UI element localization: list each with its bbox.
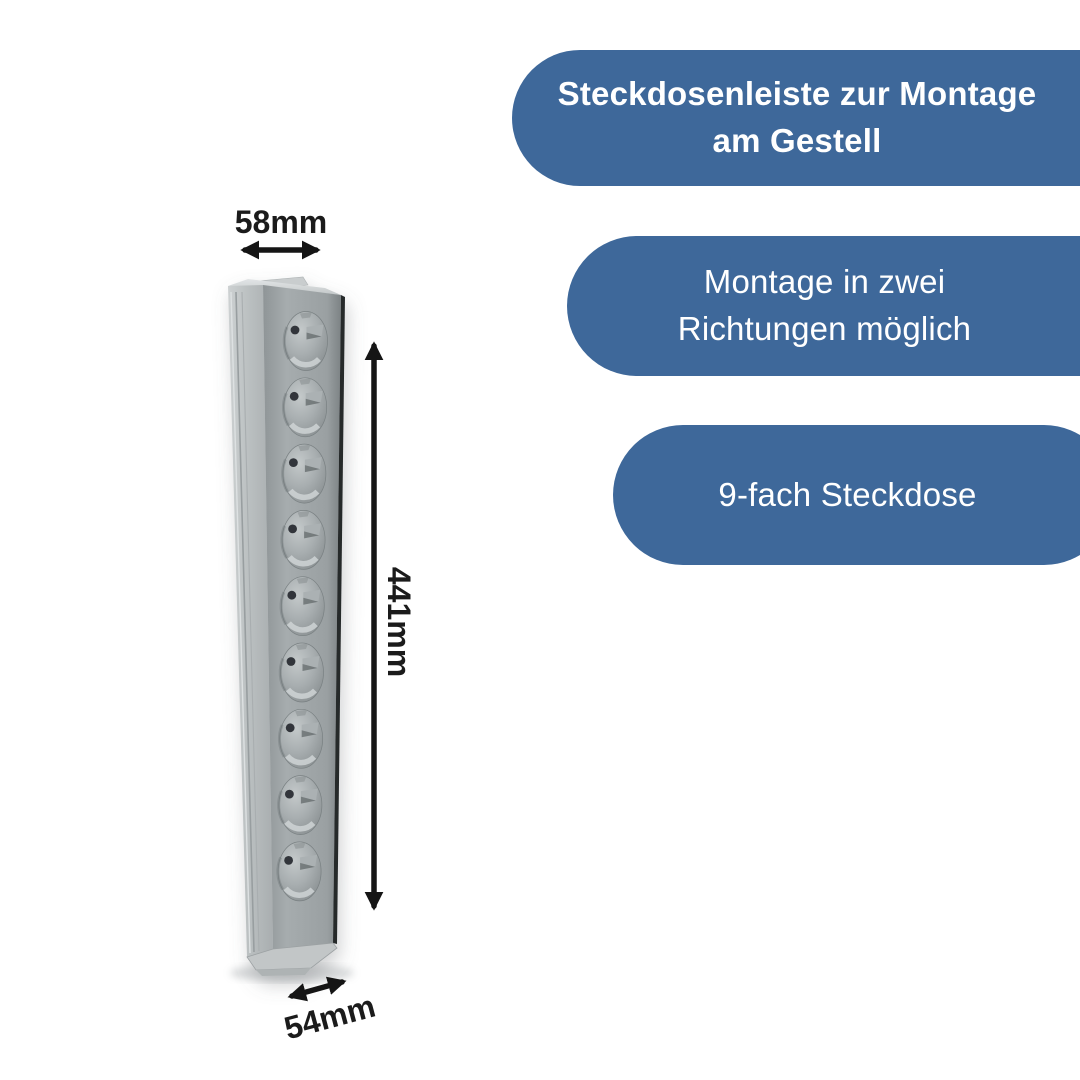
socket-4 [280,510,326,570]
feature-badge-socket-count: 9-fach Steckdose [613,425,1080,565]
socket-2 [281,377,328,438]
badge-text-line: Steckdosenleiste zur Montage [557,75,1037,113]
socket-7 [277,708,324,769]
badge-text-line: Montage in zwei [703,263,946,301]
socket-6 [278,642,324,703]
width-dimension-label: 58mm [235,204,328,240]
socket-grid [276,311,328,902]
socket-8 [277,775,323,835]
feature-badge-mounting-directions: Montage in zwei Richtungen möglich [567,236,1080,376]
socket-1 [282,311,328,371]
socket-3 [281,443,327,504]
feature-badge-title: Steckdosenleiste zur Montage am Gestell [512,50,1080,186]
socket-5 [279,576,325,637]
socket-9 [276,841,322,902]
badge-text-line: Richtungen möglich [677,310,972,347]
depth-arrow-icon [287,976,347,1002]
badge-text-line: 9-fach Steckdose [718,475,977,513]
power-strip-image [228,276,345,976]
badge-text-line: am Gestell [712,122,882,159]
height-dimension-label: 441mm [381,567,417,677]
